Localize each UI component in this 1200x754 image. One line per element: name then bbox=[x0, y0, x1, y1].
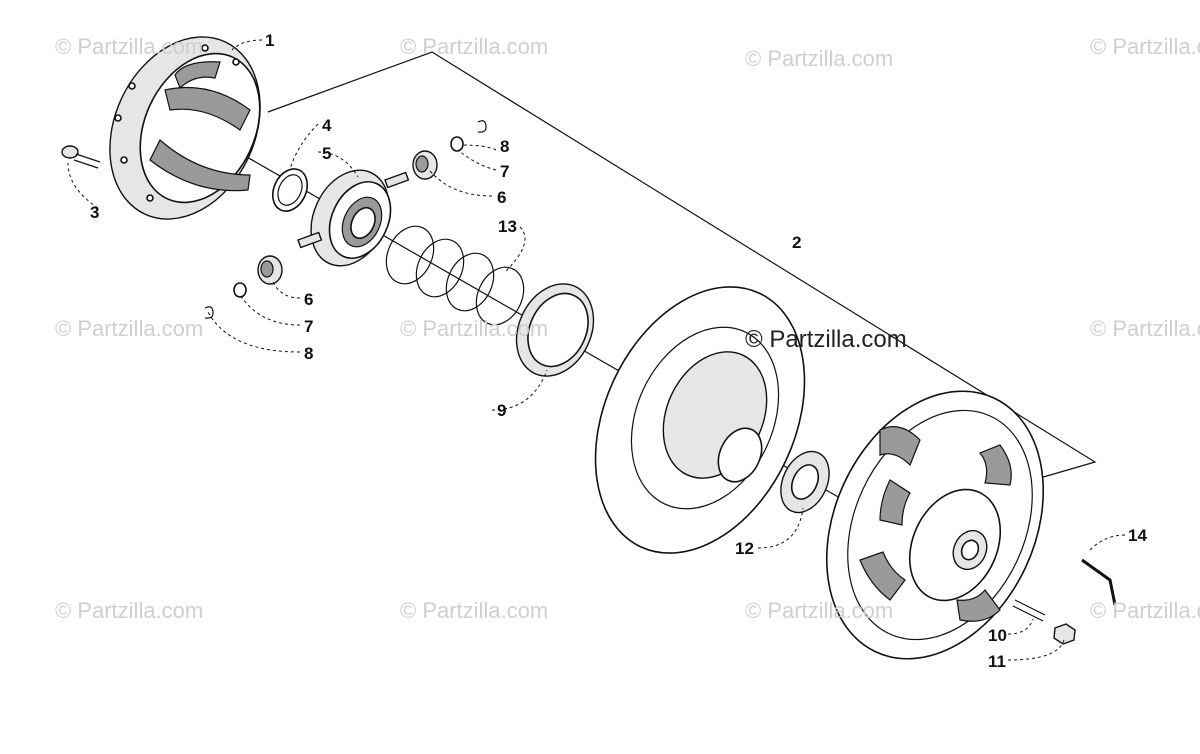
part-7-washer-lower bbox=[233, 282, 247, 298]
part-5-hub bbox=[297, 169, 410, 267]
part-4-snap-ring bbox=[271, 168, 309, 212]
watermark: © Partzilla.com bbox=[55, 34, 204, 59]
part-8-clip-upper bbox=[477, 120, 487, 133]
callout-8-upper: 8 bbox=[500, 137, 510, 156]
callout-1: 1 bbox=[265, 31, 275, 50]
watermark: © Partzilla.com bbox=[55, 316, 204, 341]
part-13-spring bbox=[385, 225, 525, 326]
callout-3: 3 bbox=[90, 203, 100, 222]
part-7-washer-upper bbox=[450, 136, 464, 152]
part-6-roller-upper bbox=[412, 150, 438, 180]
fixed-sheave bbox=[825, 390, 1045, 660]
callout-9: 9 bbox=[497, 401, 507, 420]
part-8-clip-lower bbox=[204, 306, 214, 319]
watermark: © Partzilla.com bbox=[1090, 34, 1200, 59]
part-9-seal-ring bbox=[515, 283, 595, 377]
callout-7-lower: 7 bbox=[304, 317, 314, 336]
callout-6-upper: 6 bbox=[497, 188, 507, 207]
part-6-roller-lower bbox=[257, 255, 283, 285]
watermark: © Partzilla.com bbox=[1090, 598, 1200, 623]
callout-4: 4 bbox=[322, 116, 332, 135]
watermark: © Partzilla.com bbox=[400, 34, 549, 59]
callout-11: 11 bbox=[988, 652, 1006, 671]
callout-14: 14 bbox=[1128, 526, 1147, 545]
part-3-screw bbox=[61, 145, 101, 169]
callout-5: 5 bbox=[322, 144, 332, 163]
leader-lines bbox=[67, 39, 1126, 661]
part-10-pin bbox=[1012, 599, 1046, 622]
center-watermark: © Partzilla.com bbox=[745, 326, 907, 353]
callout-12: 12 bbox=[735, 539, 754, 558]
callout-13: 13 bbox=[498, 217, 517, 236]
callout-7-upper: 7 bbox=[500, 162, 510, 181]
watermark: © Partzilla.com bbox=[745, 46, 894, 71]
callout-8-lower: 8 bbox=[304, 344, 314, 363]
watermark: © Partzilla.com bbox=[1090, 316, 1200, 341]
part-14-hex-key bbox=[1081, 558, 1117, 606]
callout-10: 10 bbox=[988, 626, 1007, 645]
callout-2: 2 bbox=[792, 233, 802, 252]
part-12-washer bbox=[780, 450, 830, 514]
watermark: © Partzilla.com bbox=[400, 316, 549, 341]
watermark: © Partzilla.com bbox=[400, 598, 549, 623]
part-1-cover bbox=[109, 36, 261, 220]
callout-6-lower: 6 bbox=[304, 290, 314, 309]
watermark: © Partzilla.com bbox=[55, 598, 204, 623]
part-11-nut bbox=[1053, 623, 1076, 645]
assembly-bracket-line bbox=[267, 51, 1097, 479]
part-2-sheave bbox=[594, 286, 806, 554]
watermark: © Partzilla.com bbox=[745, 598, 894, 623]
